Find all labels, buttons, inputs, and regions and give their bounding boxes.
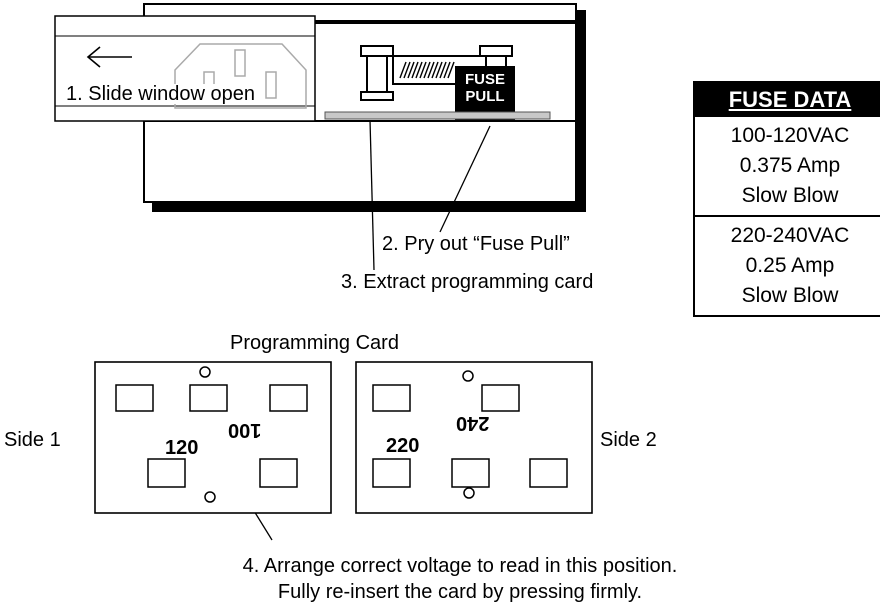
fuse-data-title: FUSE DATA [695, 83, 880, 117]
fuse-voltage: 220-240VAC [730, 224, 850, 247]
leader-line-card [369, 119, 375, 271]
sliding-window [54, 15, 316, 122]
fuse-voltage: 100-120VAC [730, 124, 850, 147]
leader-line-fuse-pull [439, 125, 491, 233]
side-2-label: Side 2 [600, 429, 657, 451]
fuse-current: 0.375 Amp [739, 154, 841, 177]
step-4-line-2: Fully re-insert the card by pressing fir… [277, 581, 643, 603]
arrow-left-icon [86, 46, 132, 68]
fuse-type: Slow Blow [741, 184, 839, 207]
step-3-label: 3. Extract programming card [341, 271, 594, 293]
step-4-line-1: 4. Arrange correct voltage to read in th… [242, 555, 678, 577]
fuse-data-section-2: 220-240VAC 0.25 Amp Slow Blow [695, 215, 880, 315]
step-2-label: 2. Pry out “Fuse Pull” [382, 233, 570, 255]
fuse-data-section-1: 100-120VAC 0.375 Amp Slow Blow [695, 117, 880, 215]
programming-card-title: Programming Card [230, 332, 399, 354]
fuse-data-table: FUSE DATA 100-120VAC 0.375 Amp Slow Blow… [693, 81, 880, 317]
fuse-pull-line1: FUSE [464, 71, 505, 88]
programming-card-side-2 [355, 361, 593, 514]
fuse-type: Slow Blow [741, 284, 839, 307]
inlet-pin-right [265, 71, 277, 99]
card1-voltage-inverted: 100 [228, 419, 262, 441]
programming-card-side-1 [94, 361, 332, 514]
ac-inlet-outline [174, 43, 307, 109]
inlet-pin-center [234, 49, 246, 77]
side-1-label: Side 1 [4, 429, 61, 451]
fuse-pull-tab [455, 66, 515, 120]
programming-card-slot [324, 111, 551, 120]
fuse-pull-label: FUSE PULL [455, 71, 515, 105]
card1-voltage-upright: 120 [165, 437, 199, 459]
fuse-pull-line2: PULL [465, 88, 505, 105]
step-1-label: 1. Slide window open [64, 83, 258, 105]
card2-voltage-upright: 220 [386, 435, 420, 457]
fuse-current: 0.25 Amp [745, 254, 835, 277]
drawer-lower [143, 120, 577, 203]
card2-voltage-inverted: 240 [456, 412, 490, 434]
compartment-top [152, 20, 578, 24]
